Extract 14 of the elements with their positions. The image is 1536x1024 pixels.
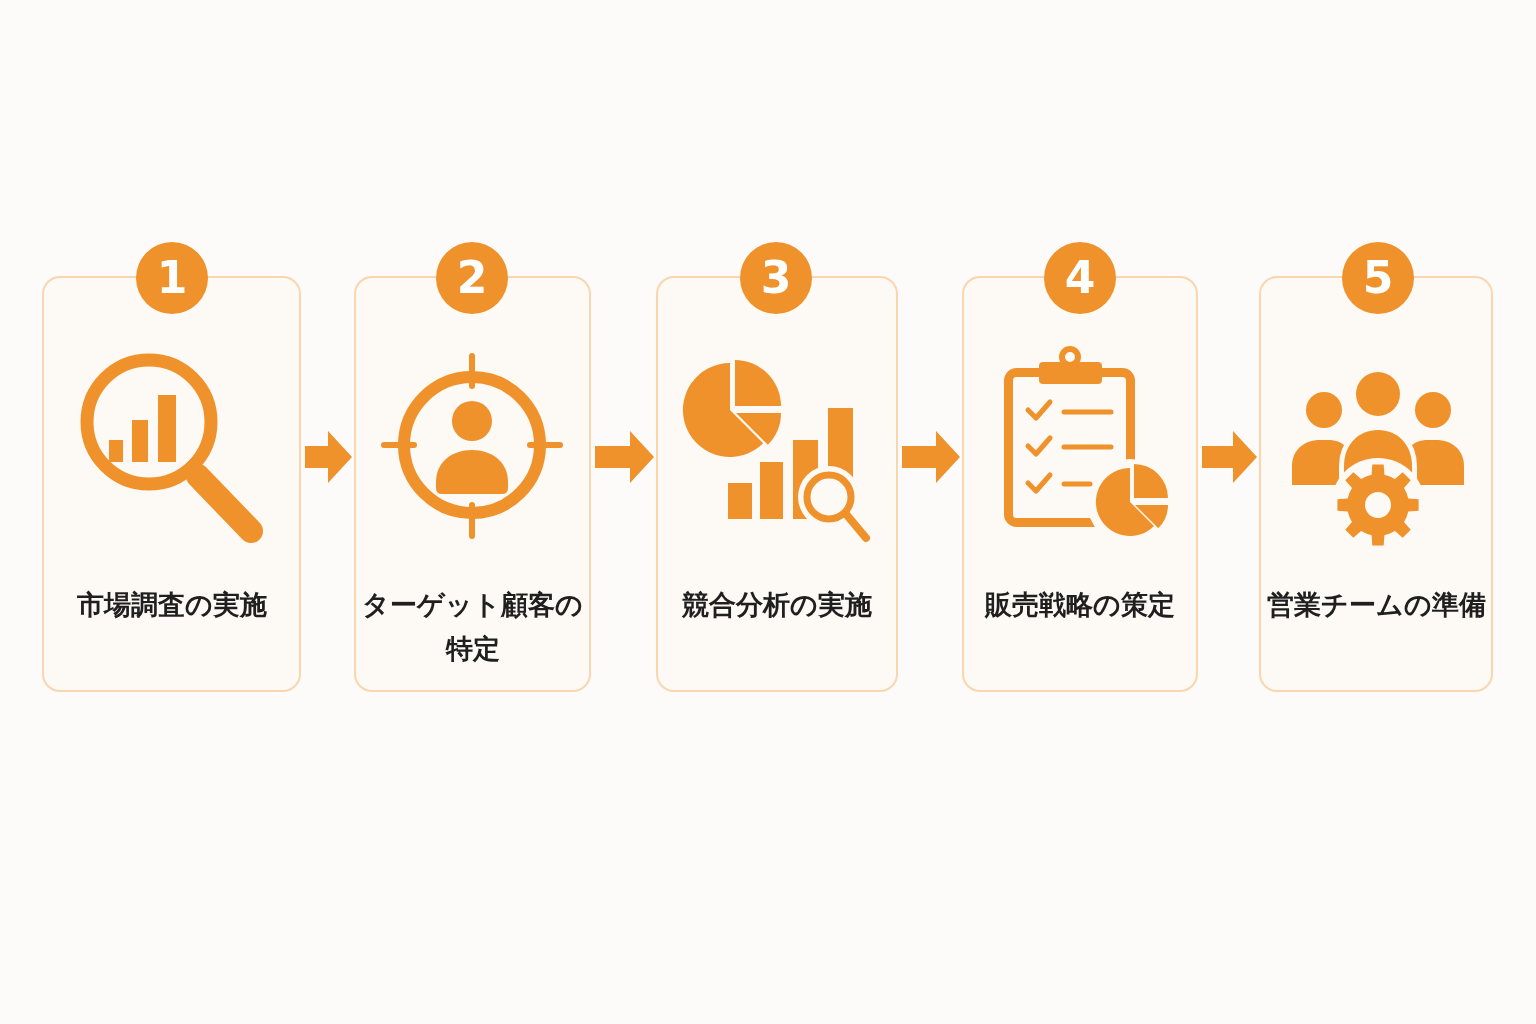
number-circle: 5: [1342, 242, 1414, 314]
number-circle: 3: [740, 242, 812, 314]
step-label: 競合分析の実施: [682, 588, 872, 622]
step-label: ターゲット顧客の特定: [361, 588, 584, 666]
step-label: 販売戦略の策定: [985, 588, 1175, 622]
step-label: 市場調査の実施: [76, 588, 267, 622]
arrow: [305, 431, 352, 483]
arrow: [902, 431, 960, 483]
number-circle: 4: [1044, 242, 1116, 314]
step-label: 営業チームの準備: [1266, 588, 1486, 622]
number-circle: 2: [436, 242, 508, 314]
arrow: [595, 431, 654, 483]
number-circle: 1: [136, 242, 208, 314]
arrow: [1202, 431, 1257, 483]
